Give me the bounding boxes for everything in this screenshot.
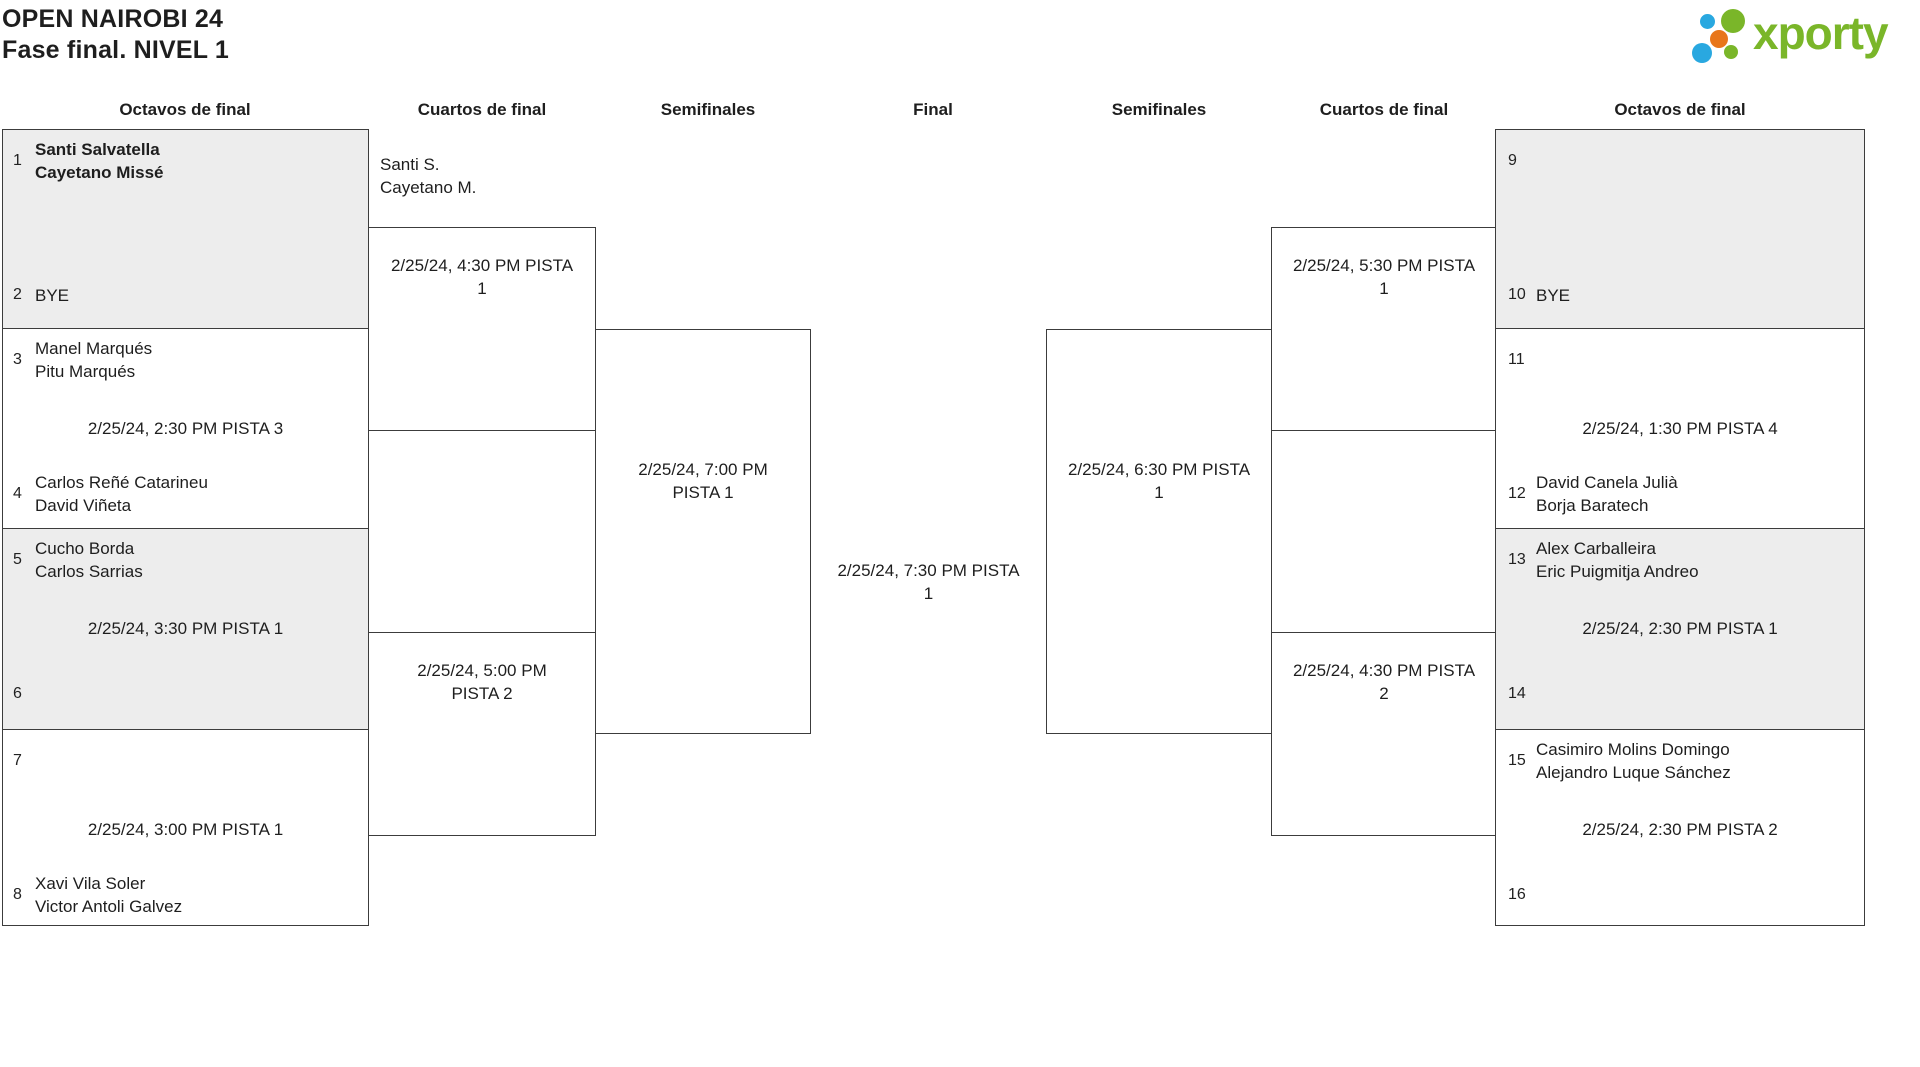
seed-number: 1 xyxy=(13,152,22,169)
seed-number: 16 xyxy=(1508,886,1526,903)
team-name: Manel Marqués Pitu Marqués xyxy=(35,339,153,381)
round-header-final: Final xyxy=(913,100,953,119)
bracket-entry[interactable]: 5 Cucho Borda Carlos Sarrias xyxy=(3,537,368,583)
match-box-semifinal-left[interactable]: 2/25/24, 7:00 PM PISTA 1 xyxy=(595,329,811,734)
seed-number: 2 xyxy=(13,286,22,303)
seed-number: 12 xyxy=(1508,485,1526,502)
bracket-entry[interactable]: 9 xyxy=(1496,138,1864,184)
match-box-cuartos-right-2[interactable]: 2/25/24, 4:30 PM PISTA 2 xyxy=(1271,632,1497,836)
seed-number: 8 xyxy=(13,886,22,903)
bracket-entry[interactable]: 8 Xavi Vila Soler Victor Antoli Galvez xyxy=(3,870,368,920)
match-box-octavos-7[interactable]: 13 Alex Carballeira Eric Puigmitja Andre… xyxy=(1495,528,1865,730)
advancing-team-left: Santi S. Cayetano M. xyxy=(380,155,477,197)
bracket-entry[interactable]: 4 Carlos Reñé Catarineu David Viñeta xyxy=(3,469,368,519)
match-box-cuartos-left-1[interactable]: 2/25/24, 4:30 PM PISTA 1 xyxy=(368,227,596,431)
match-schedule: 2/25/24, 2:30 PM PISTA 1 xyxy=(1582,619,1778,638)
phase-subtitle: Fase final. NIVEL 1 xyxy=(2,36,230,64)
match-box-octavos-4[interactable]: 7 2/25/24, 3:00 PM PISTA 1 8 Xavi Vila S… xyxy=(2,729,369,926)
match-box-cuartos-right-1[interactable]: 2/25/24, 5:30 PM PISTA 1 xyxy=(1271,227,1497,431)
seed-number: 10 xyxy=(1508,286,1526,303)
match-box-octavos-2[interactable]: 3 Manel Marqués Pitu Marqués 2/25/24, 2:… xyxy=(2,328,369,529)
bracket-entry[interactable]: 1 Santi Salvatella Cayetano Missé xyxy=(3,138,368,184)
seed-number: 5 xyxy=(13,551,22,568)
seed-number: 13 xyxy=(1508,551,1526,568)
bracket-entry[interactable]: 16 xyxy=(1496,870,1864,920)
logo-wordmark: xporty xyxy=(1753,7,1889,59)
match-schedule: 2/25/24, 3:30 PM PISTA 1 xyxy=(87,619,284,638)
match-schedule: 2/25/24, 6:30 PM PISTA 1 xyxy=(1067,460,1251,502)
match-schedule: 2/25/24, 4:30 PM PISTA 1 xyxy=(390,256,574,298)
bracket-entry[interactable]: 12 David Canela Julià Borja Baratech xyxy=(1496,469,1864,519)
bracket-entry[interactable]: 10 BYE xyxy=(1496,270,1864,320)
match-box-semifinal-right[interactable]: 2/25/24, 6:30 PM PISTA 1 xyxy=(1046,329,1272,734)
match-schedule: 2/25/24, 5:00 PM PISTA 2 xyxy=(417,661,547,703)
tournament-title: OPEN NAIROBI 24 xyxy=(2,5,224,33)
seed-number: 7 xyxy=(13,752,22,769)
seed-number: 11 xyxy=(1508,351,1525,368)
bracket-entry[interactable]: 14 xyxy=(1496,669,1864,719)
team-name: David Canela Julià Borja Baratech xyxy=(1536,473,1678,515)
match-schedule: 2/25/24, 5:30 PM PISTA 1 xyxy=(1292,256,1476,298)
match-schedule: 2/25/24, 1:30 PM PISTA 4 xyxy=(1582,419,1778,438)
team-name: Carlos Reñé Catarineu David Viñeta xyxy=(35,473,208,515)
match-schedule: 2/25/24, 3:00 PM PISTA 1 xyxy=(87,820,284,839)
team-name: Cucho Borda Carlos Sarrias xyxy=(35,539,143,581)
bracket-entry[interactable]: 2 BYE xyxy=(3,270,368,320)
seed-number: 4 xyxy=(13,485,22,502)
match-box-octavos-1[interactable]: 1 Santi Salvatella Cayetano Missé 2 BYE xyxy=(2,129,369,329)
round-header-octavos-left: Octavos de final xyxy=(119,100,251,119)
match-box-cuartos-left-2[interactable]: 2/25/24, 5:00 PM PISTA 2 xyxy=(368,632,596,836)
seed-number: 14 xyxy=(1508,685,1526,702)
round-header-semis-right: Semifinales xyxy=(1111,100,1207,119)
team-name: Xavi Vila Soler Victor Antoli Galvez xyxy=(35,874,183,916)
seed-number: 15 xyxy=(1508,752,1526,769)
team-name: Santi Salvatella Cayetano Missé xyxy=(35,140,164,182)
seed-number: 6 xyxy=(13,685,22,702)
bracket-entry[interactable]: 7 xyxy=(3,738,368,784)
seed-number: 9 xyxy=(1508,152,1517,169)
logo-dot-blue-small xyxy=(1700,14,1715,29)
seed-number: 3 xyxy=(13,351,22,368)
match-box-octavos-8[interactable]: 15 Casimiro Molins Domingo Alejandro Luq… xyxy=(1495,729,1865,926)
bracket-entry[interactable]: 15 Casimiro Molins Domingo Alejandro Luq… xyxy=(1496,738,1864,784)
team-name: Alex Carballeira Eric Puigmitja Andreo xyxy=(1536,539,1699,581)
final-match-schedule: 2/25/24, 7:30 PM PISTA 1 xyxy=(837,561,1020,603)
match-schedule: 2/25/24, 2:30 PM PISTA 3 xyxy=(87,419,284,438)
team-name: BYE xyxy=(35,285,70,305)
match-schedule: 2/25/24, 2:30 PM PISTA 2 xyxy=(1582,820,1778,839)
team-name: BYE xyxy=(1536,285,1571,305)
match-schedule: 2/25/24, 4:30 PM PISTA 2 xyxy=(1292,661,1476,703)
bracket-entry[interactable]: 6 xyxy=(3,669,368,719)
bracket-entry[interactable]: 13 Alex Carballeira Eric Puigmitja Andre… xyxy=(1496,537,1864,583)
match-box-octavos-5[interactable]: 9 10 BYE xyxy=(1495,129,1865,329)
round-header-semis-left: Semifinales xyxy=(660,100,756,119)
bracket-entry[interactable]: 3 Manel Marqués Pitu Marqués xyxy=(3,337,368,383)
round-header-cuartos-right: Cuartos de final xyxy=(1319,100,1449,119)
match-box-octavos-6[interactable]: 11 2/25/24, 1:30 PM PISTA 4 12 David Can… xyxy=(1495,328,1865,529)
logo-dot-blue-large xyxy=(1692,43,1712,63)
round-header-octavos-right: Octavos de final xyxy=(1614,100,1746,119)
logo-dot-green-large xyxy=(1721,9,1745,33)
team-name: Casimiro Molins Domingo Alejandro Luque … xyxy=(1536,740,1731,782)
bracket-entry[interactable]: 11 xyxy=(1496,337,1864,383)
logo-dot-orange xyxy=(1710,30,1728,48)
match-box-octavos-3[interactable]: 5 Cucho Borda Carlos Sarrias 2/25/24, 3:… xyxy=(2,528,369,730)
round-header-cuartos-left: Cuartos de final xyxy=(417,100,547,119)
match-schedule: 2/25/24, 7:00 PM PISTA 1 xyxy=(638,460,768,502)
page-header: OPEN NAIROBI 24 Fase final. NIVEL 1 xyxy=(2,4,229,66)
logo-dot-green-small xyxy=(1724,45,1738,59)
